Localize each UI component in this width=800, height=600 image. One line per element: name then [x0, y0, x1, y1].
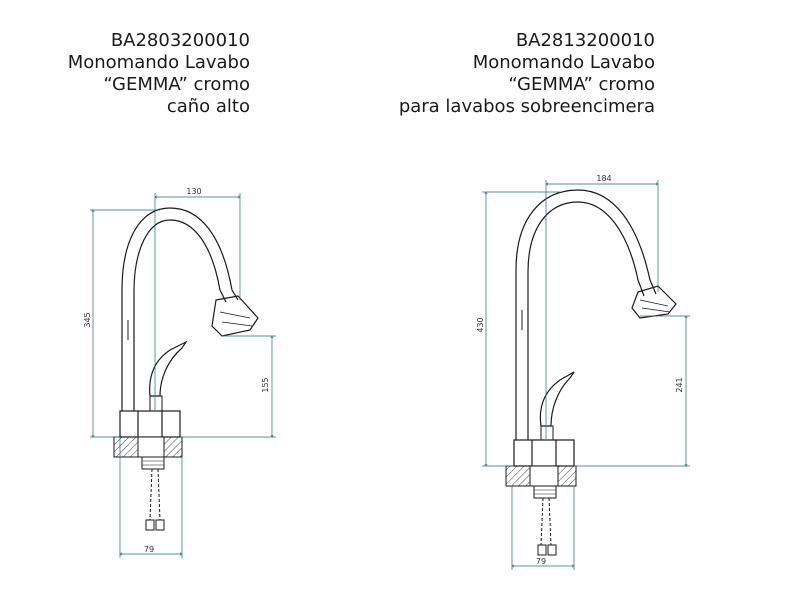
left-product-name: Monomando Lavabo — [67, 52, 250, 73]
left-product-variant: caño alto — [166, 96, 250, 117]
right-spout-inner — [527, 201, 645, 440]
left-spout-head — [211, 295, 259, 337]
left-dimensions — [90, 193, 276, 558]
left-hose — [149, 468, 161, 521]
left-faucet-drawing — [113, 207, 259, 531]
right-dim-reach: 184 — [596, 174, 611, 183]
right-faucet-drawing — [505, 189, 677, 556]
right-spout-body — [515, 189, 657, 440]
left-product-code: BA2803200010 — [110, 30, 250, 51]
left-dim-height: 345 — [83, 312, 92, 327]
right-product-model: “GEMMA” cromo — [508, 74, 655, 95]
left-lever — [149, 340, 188, 397]
left-dim-spout-height: 155 — [261, 377, 270, 392]
right-dim-height: 430 — [476, 317, 485, 332]
left-body-block — [119, 410, 181, 438]
left-product-model: “GEMMA” cromo — [103, 74, 250, 95]
right-body-block — [513, 439, 575, 467]
right-product-code: BA2813200010 — [515, 30, 655, 51]
right-dimensions — [482, 180, 690, 570]
right-dim-base: 79 — [536, 557, 546, 566]
left-spout-body — [121, 207, 239, 411]
right-dim-spout-height: 241 — [675, 377, 684, 392]
left-dim-reach: 130 — [186, 187, 201, 196]
right-product-name: Monomando Lavabo — [472, 52, 655, 73]
right-lever — [539, 371, 575, 427]
right-product-variant: para lavabos sobreencimera — [398, 96, 655, 117]
left-spout-inner — [133, 219, 227, 411]
right-product-title: BA2813200010 Monomando Lavabo “GEMMA” cr… — [399, 30, 655, 118]
right-hose — [540, 497, 552, 546]
left-dim-base: 79 — [144, 545, 154, 554]
left-product-title: BA2803200010 Monomando Lavabo “GEMMA” cr… — [68, 30, 250, 118]
